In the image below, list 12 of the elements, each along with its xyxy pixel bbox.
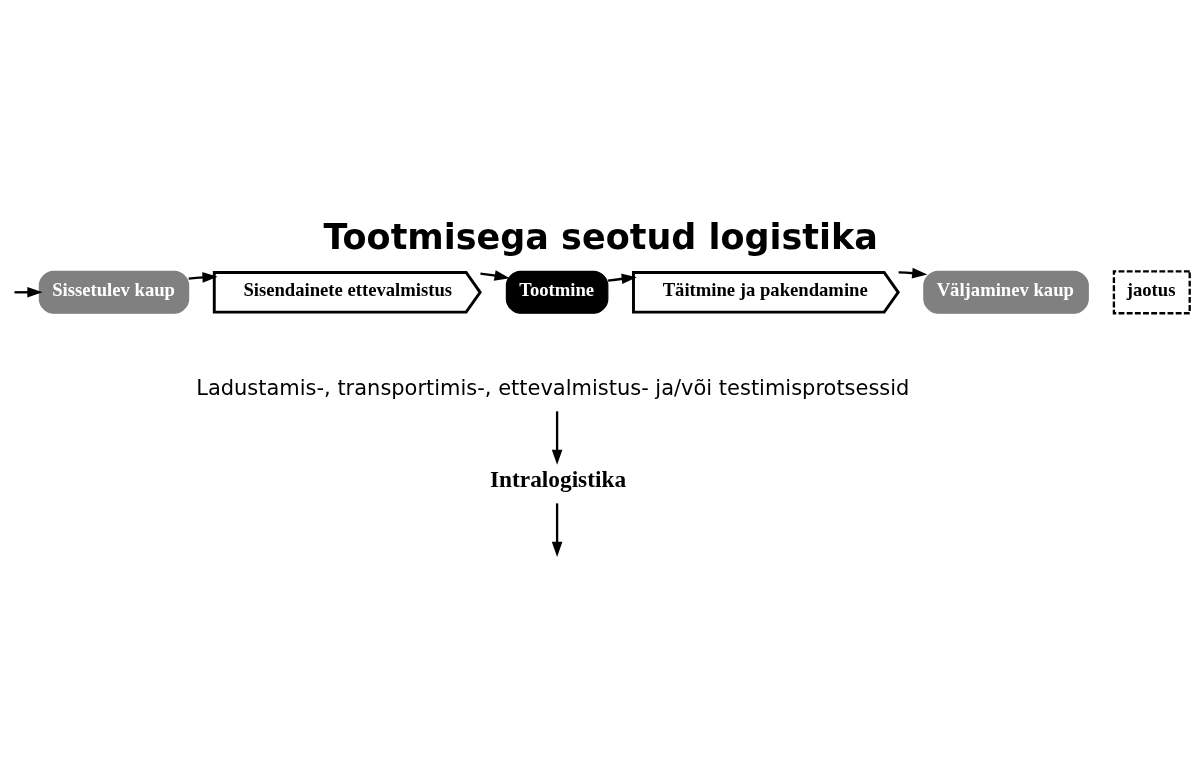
arrow xyxy=(898,267,928,278)
arrow xyxy=(551,410,563,465)
node-text: Ladustamis-, transportimis-, ettevalmistus- ja/või testimisprotsessid xyxy=(196,375,910,400)
arrow xyxy=(480,269,510,281)
arrow xyxy=(607,273,637,284)
node-box: Sissetulev kaup xyxy=(38,270,190,314)
node-box: Väljaminev kaup xyxy=(923,270,1089,314)
arrow xyxy=(551,502,563,557)
node-box: Tootmine xyxy=(505,270,609,314)
node-text: Intralogistika xyxy=(490,465,627,492)
node-box: jaotus xyxy=(1112,269,1191,314)
diagram-title: Tootmisega seotud logistika xyxy=(323,216,878,257)
